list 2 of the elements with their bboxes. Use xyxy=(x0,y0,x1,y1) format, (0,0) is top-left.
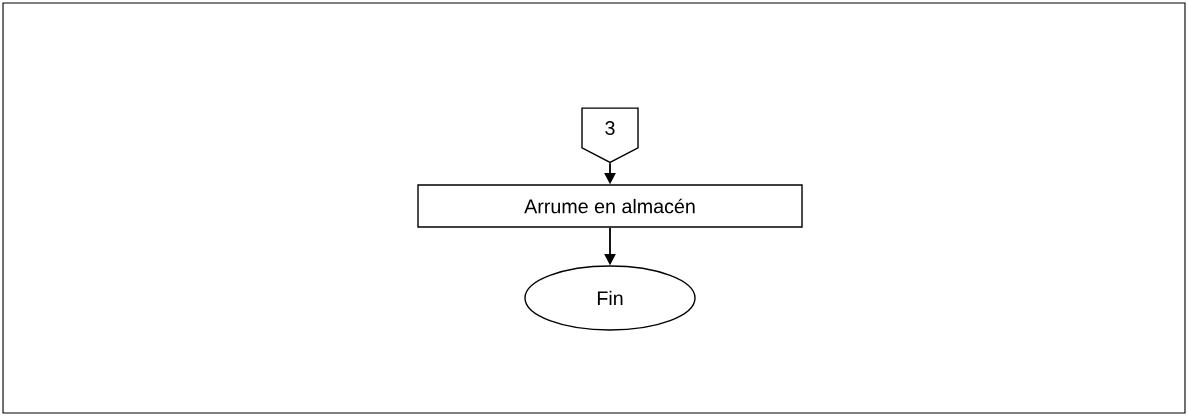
offpage-connector: 3 xyxy=(581,107,639,164)
process-box: Arrume en almacén xyxy=(417,184,803,228)
